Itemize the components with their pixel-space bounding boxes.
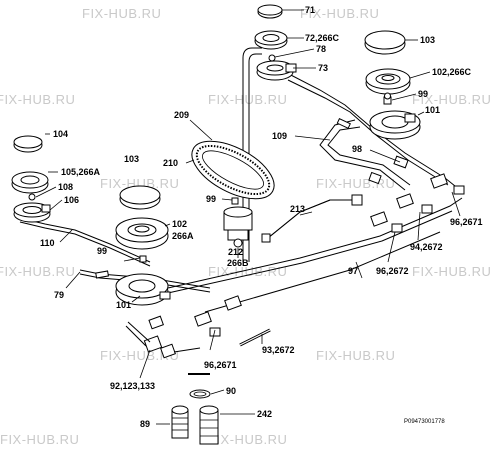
- burner-base-101-lower: [95, 270, 171, 306]
- burner-head-102-top: [365, 68, 411, 95]
- flex-hose-213: [261, 194, 363, 243]
- burner-head-102-left: [115, 217, 169, 250]
- injector-99-top: [383, 92, 392, 105]
- burner-head-72: [254, 30, 288, 50]
- label-242: 242: [257, 409, 272, 419]
- label-99-left: 99: [97, 246, 107, 256]
- rod-93: [239, 328, 271, 347]
- label-79: 79: [54, 290, 64, 300]
- watermark: FIX-HUB.RU: [0, 264, 75, 279]
- label-99-center: 99: [206, 194, 216, 204]
- label-266a: 266A: [172, 231, 194, 241]
- watermark: FIX-HUB.RU: [0, 432, 79, 447]
- burner-base-101-top: [336, 110, 421, 140]
- label-212: 212: [228, 247, 243, 257]
- watermark-layer: FIX-HUB.RU FIX-HUB.RU FIX-HUB.RU FIX-HUB…: [0, 6, 491, 447]
- label-108: 108: [58, 182, 73, 192]
- fitting-90: [189, 389, 211, 399]
- label-266b: 266B: [227, 258, 249, 268]
- injector-99-left: [139, 255, 147, 263]
- injector-78: [268, 54, 276, 62]
- burner-cap-104: [13, 135, 43, 153]
- label-101-lower: 101: [116, 300, 131, 310]
- fitting-89: [171, 405, 189, 439]
- label-90: 90: [226, 386, 236, 396]
- label-210: 210: [163, 158, 178, 168]
- watermark: FIX-HUB.RU: [100, 348, 179, 363]
- watermark: FIX-HUB.RU: [316, 348, 395, 363]
- label-96-middle: 96,2672: [376, 266, 409, 276]
- watermark: FIX-HUB.RU: [208, 92, 287, 107]
- burner-base-212: [223, 197, 253, 248]
- watermark: FIX-HUB.RU: [300, 6, 379, 21]
- label-78: 78: [316, 44, 326, 54]
- label-94: 94,2672: [410, 242, 443, 252]
- burner-head-105: [11, 171, 49, 194]
- fish-burner-209: [191, 140, 275, 200]
- leader-lines: [35, 9, 461, 425]
- label-92: 92,123,133: [110, 381, 155, 391]
- watermark: FIX-HUB.RU: [0, 92, 75, 107]
- label-103-top: 103: [420, 35, 435, 45]
- watermark: FIX-HUB.RU: [412, 264, 491, 279]
- label-106: 106: [64, 195, 79, 205]
- label-99-top: 99: [418, 89, 428, 99]
- part-labels: 71 72,266C 78 73 103 102,266C 99 101 104…: [40, 5, 483, 429]
- label-96-lower: 96,2671: [204, 360, 237, 370]
- label-104: 104: [53, 129, 68, 139]
- watermark: FIX-HUB.RU: [100, 176, 179, 191]
- watermark: FIX-HUB.RU: [82, 6, 161, 21]
- label-71: 71: [305, 5, 315, 15]
- watermark: FIX-HUB.RU: [316, 176, 395, 191]
- burner-cap-103-top: [364, 30, 406, 55]
- label-102-top: 102,266C: [432, 67, 472, 77]
- label-73: 73: [318, 63, 328, 73]
- control-valves: [125, 173, 465, 359]
- label-97: 97: [348, 266, 358, 276]
- label-102-left: 102: [172, 219, 187, 229]
- fitting-242: [199, 405, 219, 445]
- label-105: 105,266A: [61, 167, 101, 177]
- label-89: 89: [140, 419, 150, 429]
- burner-base-73: [256, 60, 297, 81]
- label-209: 209: [174, 110, 189, 120]
- burner-assembly-71: [257, 4, 283, 19]
- label-72: 72,266C: [305, 33, 340, 43]
- label-98: 98: [352, 144, 362, 154]
- injector-108: [28, 193, 36, 201]
- watermark: FIX-HUB.RU: [412, 92, 491, 107]
- drawing-code: P09473001778: [404, 419, 445, 425]
- label-109: 109: [272, 131, 287, 141]
- label-101-top: 101: [425, 105, 440, 115]
- label-110: 110: [40, 238, 55, 248]
- label-93: 93,2672: [262, 345, 295, 355]
- burner-base-106: [13, 202, 51, 223]
- watermark: FIX-HUB.RU: [208, 264, 287, 279]
- burner-cap-103-left: [119, 185, 161, 210]
- label-103-left: 103: [124, 154, 139, 164]
- label-96-right: 96,2671: [450, 217, 483, 227]
- watermark: FIX-HUB.RU: [208, 432, 287, 447]
- label-213: 213: [290, 204, 305, 214]
